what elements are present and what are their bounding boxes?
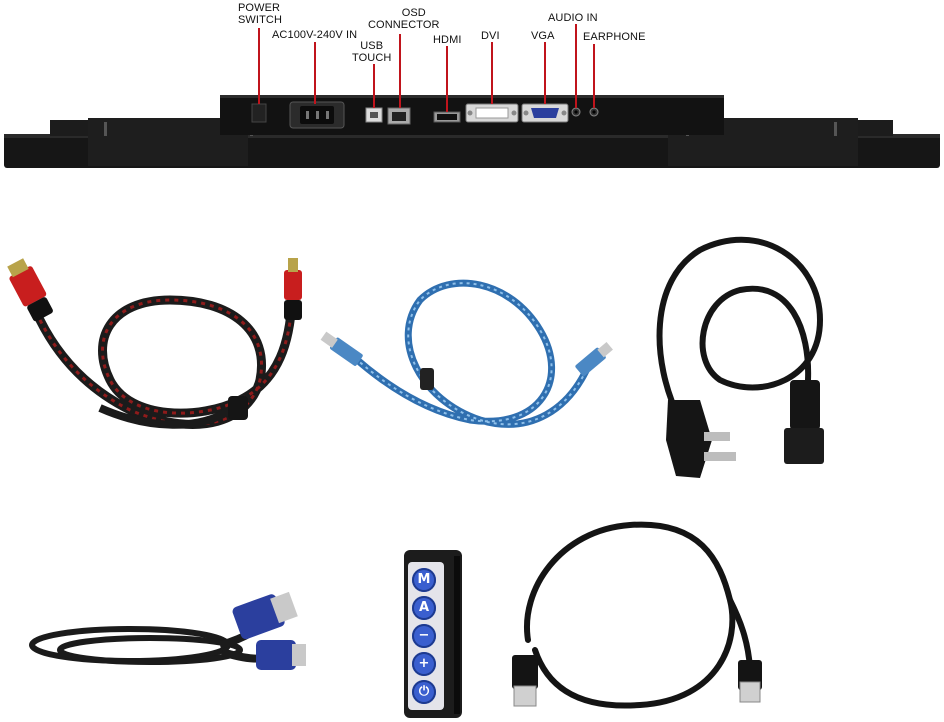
usb-cable	[320, 279, 613, 428]
label-osd-connector: OSD CONNECTOR	[368, 7, 440, 31]
ethernet-cable	[512, 521, 762, 709]
earphone-jack	[589, 107, 599, 117]
label-audio-in: AUDIO IN	[548, 12, 598, 24]
osd-button-minus: −	[412, 624, 436, 648]
osd-button-plus: +	[412, 652, 436, 676]
ac-inlet-port	[289, 101, 345, 129]
label-vga: VGA	[531, 30, 555, 42]
hdmi-port	[433, 111, 461, 123]
vga-port	[521, 103, 569, 123]
usb-touch-port	[365, 107, 383, 123]
osd-connector-port	[387, 107, 411, 125]
label-usb-touch: USB TOUCH	[352, 40, 392, 64]
power-switch-port	[251, 103, 267, 123]
osd-button-power: ⏻	[412, 680, 436, 704]
vga-cable	[29, 591, 306, 670]
osd-button-menu: M	[412, 568, 436, 592]
audio-in-jack	[571, 107, 581, 117]
hdmi-cable	[7, 258, 302, 429]
label-dvi: DVI	[481, 30, 500, 42]
label-ac-in: AC100V-240V IN	[272, 29, 358, 41]
label-earphone: EARPHONE	[583, 31, 646, 43]
osd-button-auto: A	[412, 596, 436, 620]
power-cord	[656, 236, 824, 478]
label-hdmi: HDMI	[433, 34, 462, 46]
dvi-port	[465, 103, 519, 123]
callout-lines	[258, 24, 595, 112]
label-power-switch: POWER SWITCH	[238, 2, 282, 26]
